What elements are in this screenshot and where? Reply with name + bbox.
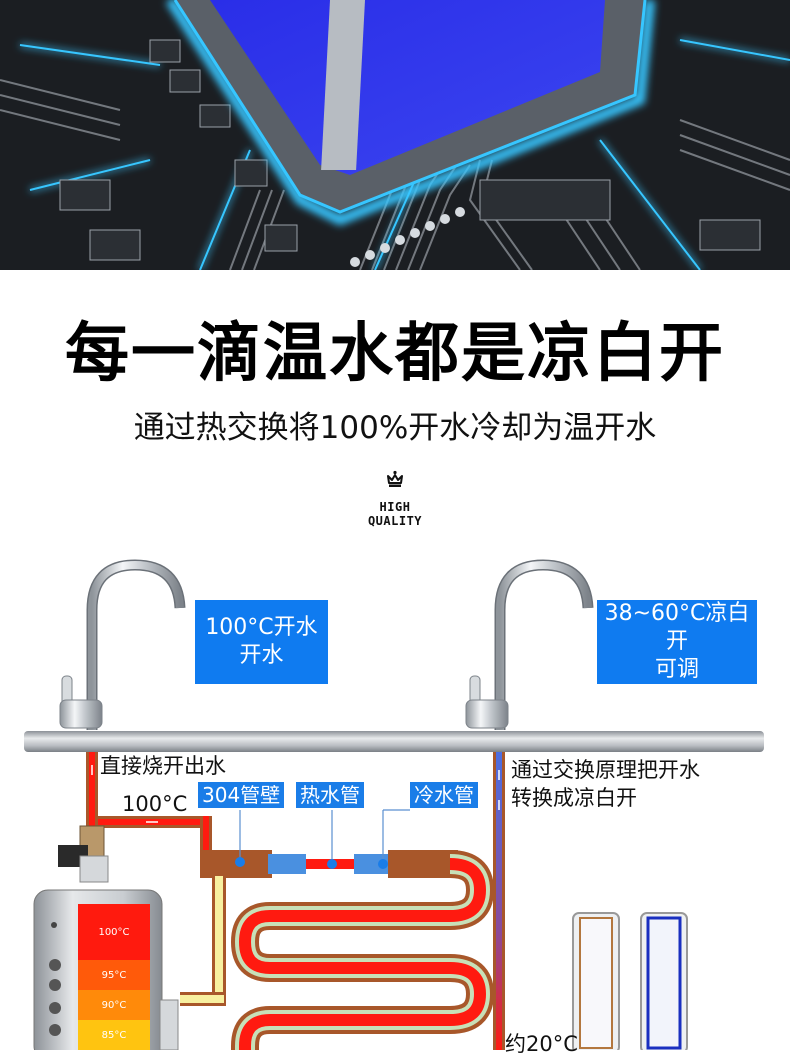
serpentine-coil	[230, 850, 495, 1050]
faucet-right	[465, 559, 594, 730]
direct-boil-note: 直接烧开出水	[100, 754, 226, 778]
tag-cold-pipe: 冷水管	[410, 782, 478, 808]
tap-label-left: 100°C开水 开水	[195, 600, 328, 684]
tap-label-left-line2: 开水	[239, 643, 284, 668]
tap-label-right: 38~60°C凉白开 可调	[597, 600, 757, 684]
tank-level-85: 85°C	[78, 1020, 150, 1050]
tag-304-wall: 304管壁	[198, 782, 285, 808]
crown-icon	[385, 470, 405, 488]
quality-line1: HIGH	[379, 500, 411, 514]
filter-cartridge-left	[572, 912, 620, 1050]
quality-badge: HIGH QUALITY	[345, 470, 445, 528]
page-title: 每一滴温水都是凉白开	[65, 317, 725, 391]
tank-temperature-gauge: 100°C 95°C 90°C 85°C	[78, 904, 150, 1050]
counter-pipe	[24, 731, 764, 752]
boil-temp-label: 100°C	[122, 792, 188, 816]
inlet-temp-label: 约20°C	[505, 1032, 578, 1056]
tap-label-right-line1: 38~60°C凉白开	[604, 601, 750, 654]
quality-line2: QUALITY	[367, 514, 423, 528]
faucet-left	[59, 559, 186, 730]
heat-exchange-diagram	[24, 559, 764, 1050]
tank-level-90: 90°C	[78, 990, 150, 1020]
tank-level-95: 95°C	[78, 960, 150, 990]
filter-cartridge-right	[640, 912, 688, 1050]
exchange-note-line1: 通过交换原理把开水	[511, 758, 700, 782]
hero-cpu-image	[0, 0, 790, 270]
page-subtitle: 通过热交换将100%开水冷却为温开水	[133, 410, 657, 446]
tag-hot-pipe: 热水管	[296, 782, 364, 808]
tap-label-right-line2: 可调	[654, 657, 699, 682]
exchange-note-line2: 转换成凉白开	[511, 786, 637, 810]
tap-label-left-line1: 100°C开水	[205, 615, 318, 640]
tank-level-100: 100°C	[78, 904, 150, 960]
